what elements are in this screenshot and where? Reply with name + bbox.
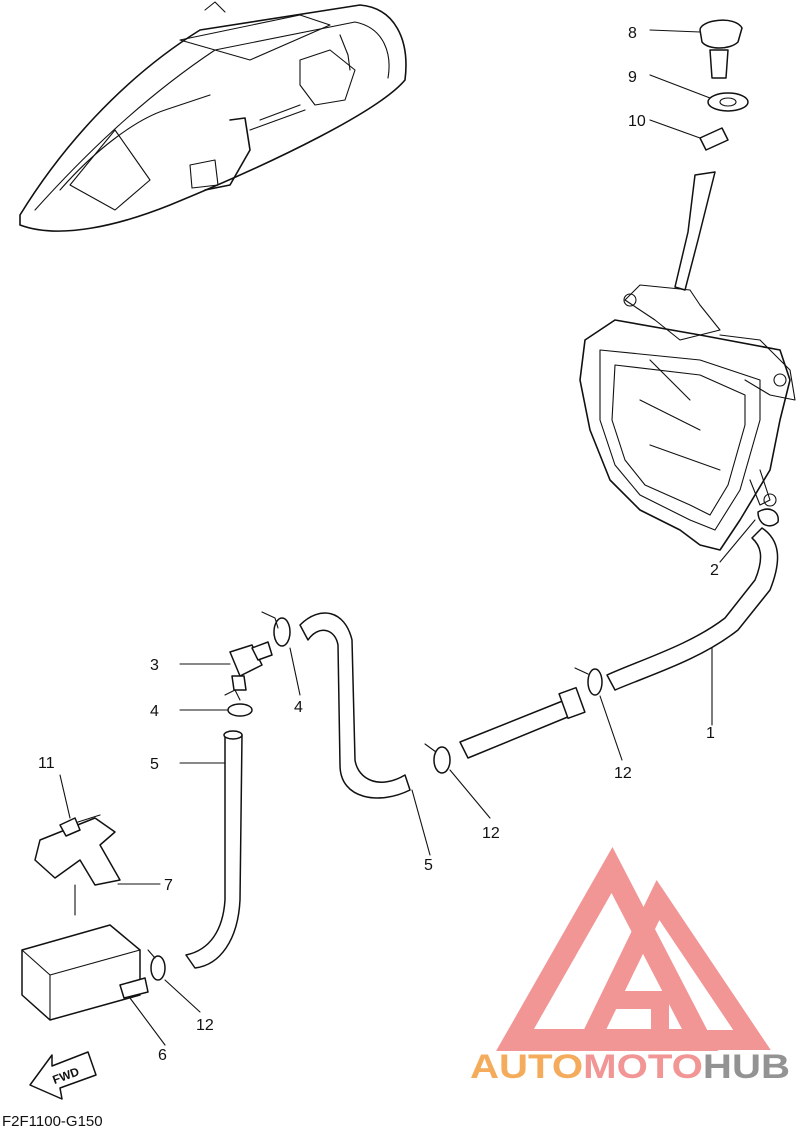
fwd-arrow: FWD	[29, 1051, 97, 1100]
callout-6: 8	[628, 25, 637, 42]
callout-1: 1	[706, 725, 715, 742]
callout-2: 2	[710, 562, 719, 579]
diagram-code: F2F1100-G150	[2, 1113, 103, 1128]
hose-1	[606, 493, 779, 691]
callout-4-left: 4	[150, 703, 159, 720]
clamp-4-left	[224, 689, 253, 717]
callout-10: 7	[164, 877, 173, 894]
callout-5-upper: 5	[424, 857, 433, 874]
clamp-12-a	[574, 667, 603, 696]
callout-9: 6	[158, 1047, 167, 1064]
filter-box-9	[21, 924, 149, 1021]
elbow-fitting-3	[229, 641, 273, 691]
hose-5-upper	[299, 612, 411, 799]
callout-4-right: 4	[294, 699, 303, 716]
vent-cap-assembly	[674, 19, 749, 291]
clamp-12-c	[147, 949, 166, 981]
leader-lines	[59, 29, 756, 1046]
callout-5-lower: 5	[150, 756, 159, 773]
hose-5-lower	[185, 730, 243, 969]
callout-12-a: 12	[614, 765, 632, 782]
callout-3: 3	[150, 657, 159, 674]
callout-labels: 8 9 10 2 1 3 4 4 5 5 12 12 11 7 12 6	[38, 25, 719, 1064]
callout-7: 9	[628, 69, 637, 86]
pipe-fitting	[459, 686, 586, 759]
callout-8: 10	[628, 113, 646, 130]
callout-12-b: 12	[482, 825, 500, 842]
bracket-10	[34, 817, 121, 916]
watercraft-overview	[19, 1, 407, 232]
clamp-4-right	[261, 611, 291, 647]
screw-11	[59, 814, 101, 837]
callout-11: 11	[38, 755, 55, 772]
callout-12-c: 12	[196, 1017, 214, 1034]
clamp-12-b	[424, 743, 451, 774]
